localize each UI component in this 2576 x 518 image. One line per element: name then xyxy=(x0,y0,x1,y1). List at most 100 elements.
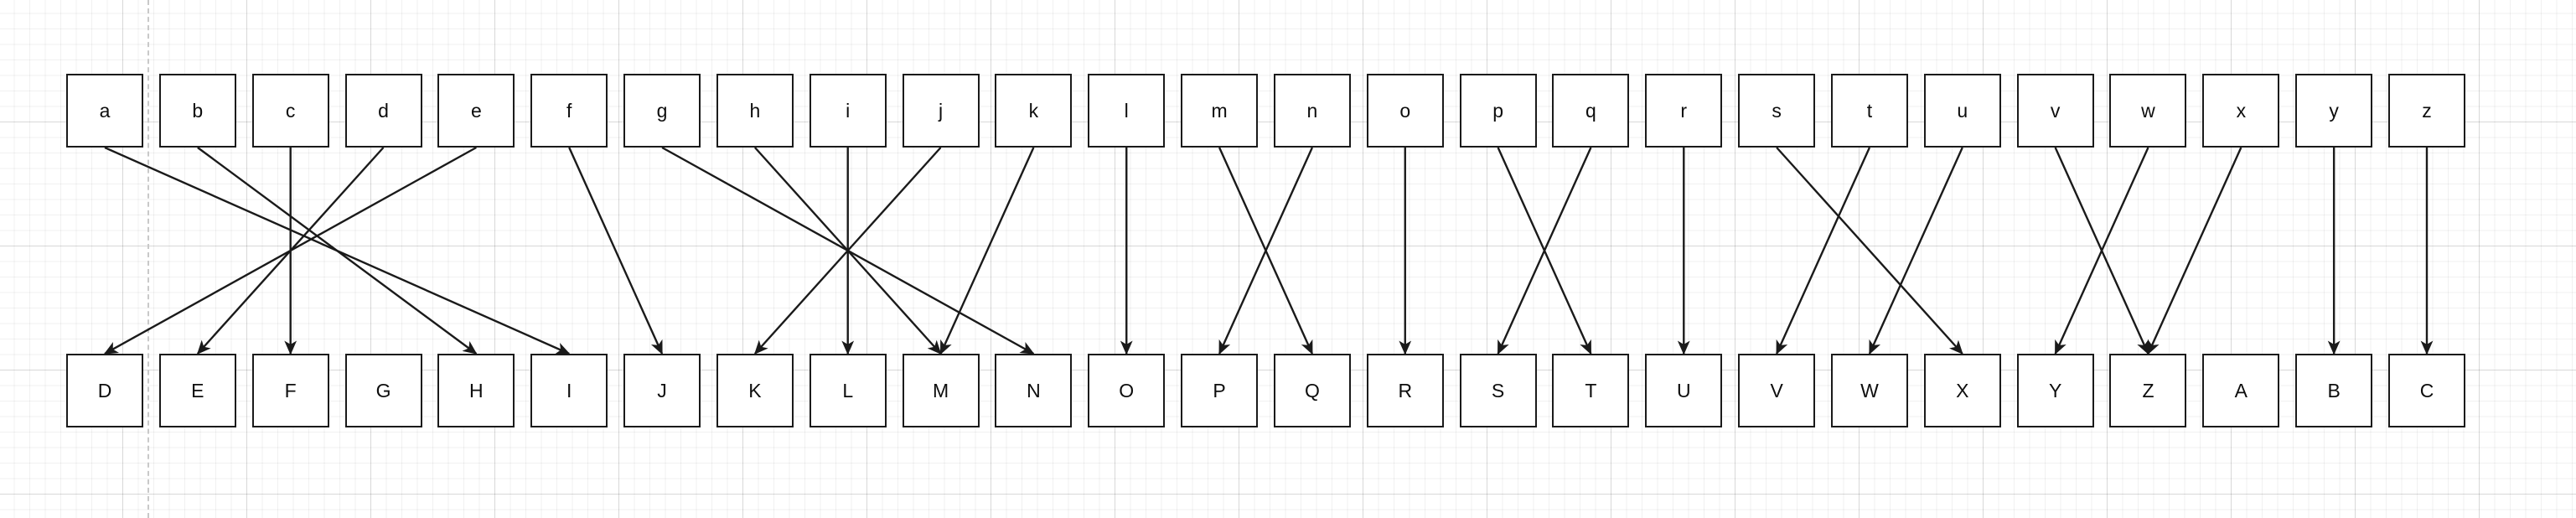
source-node-s[interactable]: s xyxy=(1738,74,1816,148)
target-node-N[interactable]: N xyxy=(995,354,1073,427)
edge-k-to-M[interactable] xyxy=(939,147,1035,355)
source-node-j[interactable]: j xyxy=(902,74,980,148)
source-node-r[interactable]: r xyxy=(1645,74,1723,148)
source-node-t[interactable]: t xyxy=(1830,74,1908,148)
target-node-label: G xyxy=(375,379,391,401)
target-node-label: C xyxy=(2419,379,2434,401)
target-node-G[interactable]: G xyxy=(344,354,422,427)
target-node-Y[interactable]: Y xyxy=(2016,354,2094,427)
edge-j-to-K[interactable] xyxy=(753,147,942,355)
source-node-w[interactable]: w xyxy=(2109,74,2187,148)
target-node-label: O xyxy=(1119,379,1135,401)
source-node-q[interactable]: q xyxy=(1552,74,1630,148)
target-node-T[interactable]: T xyxy=(1552,354,1630,427)
source-node-m[interactable]: m xyxy=(1181,74,1259,148)
source-node-label: t xyxy=(1866,99,1873,122)
source-node-g[interactable]: g xyxy=(623,74,701,148)
source-node-label: v xyxy=(2050,99,2061,122)
target-node-label: K xyxy=(748,379,762,401)
source-node-label: w xyxy=(2141,99,2155,122)
source-node-label: h xyxy=(749,99,761,122)
source-node-label: m xyxy=(1211,99,1228,122)
source-node-z[interactable]: z xyxy=(2388,74,2465,148)
source-node-x[interactable]: x xyxy=(2202,74,2280,148)
source-node-y[interactable]: y xyxy=(2295,74,2373,148)
source-node-label: s xyxy=(1772,99,1782,122)
target-node-H[interactable]: H xyxy=(437,354,515,427)
target-node-label: X xyxy=(1956,379,1969,401)
source-node-k[interactable]: k xyxy=(995,74,1073,148)
target-node-label: Z xyxy=(2142,379,2154,401)
target-node-W[interactable]: W xyxy=(1830,354,1908,427)
target-node-P[interactable]: P xyxy=(1181,354,1259,427)
target-node-B[interactable]: B xyxy=(2295,354,2373,427)
source-node-l[interactable]: l xyxy=(1088,74,1166,148)
edge-e-to-D[interactable] xyxy=(103,146,477,355)
target-node-J[interactable]: J xyxy=(623,354,701,427)
target-node-D[interactable]: D xyxy=(66,354,143,427)
source-node-f[interactable]: f xyxy=(530,74,608,148)
target-node-L[interactable]: L xyxy=(809,354,887,427)
target-node-label: V xyxy=(1770,379,1783,401)
edge-t-to-V[interactable] xyxy=(1776,147,1871,355)
edge-f-to-J[interactable] xyxy=(568,147,664,355)
edge-s-to-X[interactable] xyxy=(1776,147,1963,355)
source-node-label: k xyxy=(1028,99,1039,122)
source-node-label: q xyxy=(1585,99,1596,122)
edge-x-to-Z[interactable] xyxy=(2147,147,2242,355)
target-node-Z[interactable]: Z xyxy=(2109,354,2187,427)
target-node-label: R xyxy=(1398,379,1413,401)
source-node-b[interactable]: b xyxy=(158,74,236,148)
target-node-M[interactable]: M xyxy=(902,354,980,427)
source-node-o[interactable]: o xyxy=(1366,74,1444,148)
target-node-label: D xyxy=(97,379,112,401)
target-node-label: U xyxy=(1676,379,1691,401)
target-node-A[interactable]: A xyxy=(2202,354,2280,427)
edge-q-to-S[interactable] xyxy=(1497,147,1592,355)
source-node-label: r xyxy=(1680,99,1688,122)
source-node-v[interactable]: v xyxy=(2016,74,2094,148)
source-node-e[interactable]: e xyxy=(437,74,515,148)
target-node-F[interactable]: F xyxy=(251,354,329,427)
source-node-label: g xyxy=(656,99,668,122)
source-node-n[interactable]: n xyxy=(1273,74,1351,148)
target-node-R[interactable]: R xyxy=(1366,354,1444,427)
source-node-p[interactable]: p xyxy=(1459,74,1537,148)
target-node-Q[interactable]: Q xyxy=(1273,354,1351,427)
target-node-C[interactable]: C xyxy=(2388,354,2465,427)
source-node-i[interactable]: i xyxy=(809,74,887,148)
target-node-O[interactable]: O xyxy=(1088,354,1166,427)
target-node-E[interactable]: E xyxy=(158,354,236,427)
source-node-h[interactable]: h xyxy=(716,74,794,148)
target-node-K[interactable]: K xyxy=(716,354,794,427)
target-node-X[interactable]: X xyxy=(1923,354,2001,427)
edge-b-to-H[interactable] xyxy=(197,147,478,355)
target-node-label: Q xyxy=(1304,379,1320,401)
target-node-label: Y xyxy=(2048,379,2062,401)
target-node-label: E xyxy=(191,379,204,401)
edge-u-to-W[interactable] xyxy=(1868,147,1963,355)
target-node-U[interactable]: U xyxy=(1645,354,1723,427)
source-node-d[interactable]: d xyxy=(344,74,422,148)
source-node-label: f xyxy=(566,99,572,122)
source-node-label: o xyxy=(1399,99,1411,122)
target-node-I[interactable]: I xyxy=(530,354,608,427)
source-node-label: n xyxy=(1306,99,1318,122)
source-node-label: l xyxy=(1124,99,1129,122)
edge-n-to-P[interactable] xyxy=(1218,147,1314,355)
target-node-label: N xyxy=(1027,379,1041,401)
target-node-S[interactable]: S xyxy=(1459,354,1537,427)
source-node-c[interactable]: c xyxy=(251,74,329,148)
edge-w-to-Y[interactable] xyxy=(2054,147,2149,355)
target-node-label: L xyxy=(842,379,854,401)
source-node-a[interactable]: a xyxy=(66,74,143,148)
target-node-V[interactable]: V xyxy=(1738,354,1816,427)
target-node-label: I xyxy=(566,379,572,401)
target-node-label: F xyxy=(284,379,297,401)
source-node-u[interactable]: u xyxy=(1923,74,2001,148)
source-node-label: a xyxy=(99,99,111,122)
source-node-label: y xyxy=(2329,99,2339,122)
target-node-label: J xyxy=(657,379,667,401)
